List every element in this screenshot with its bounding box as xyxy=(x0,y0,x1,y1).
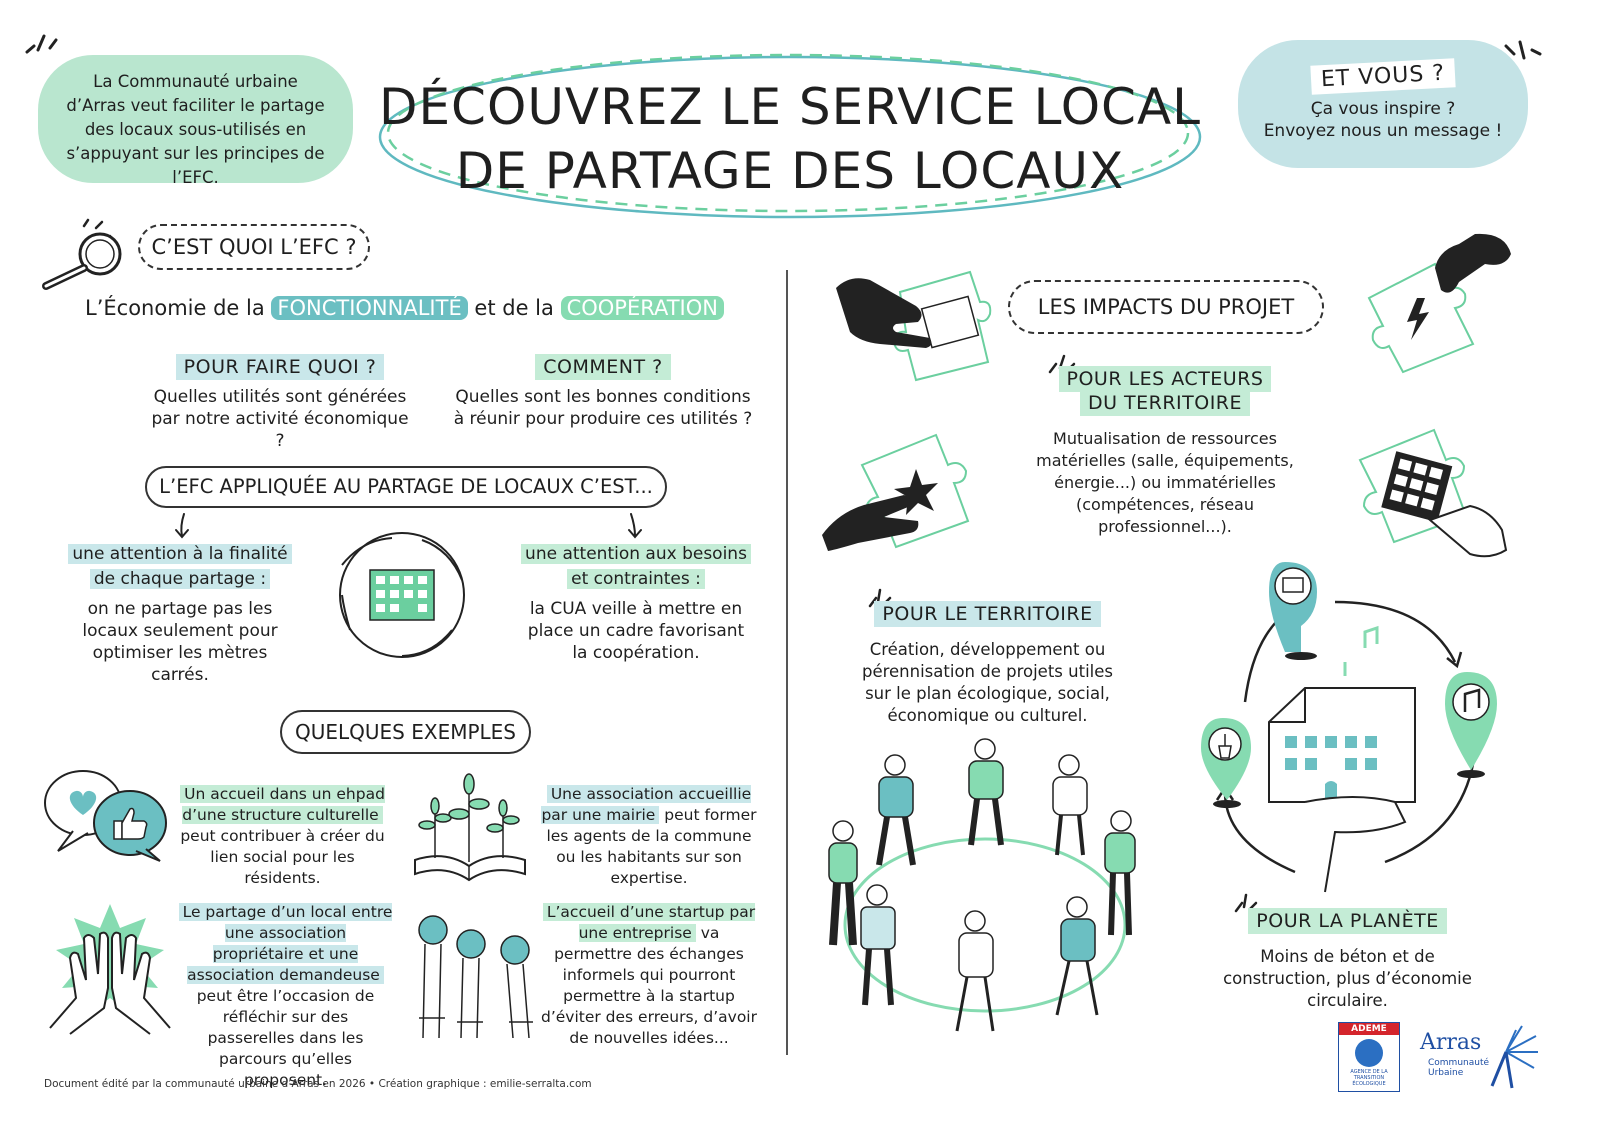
territory-text: Création, développement ou pérennisation… xyxy=(861,640,1113,725)
example-1-highlight: Un accueil dans un ehpad d’une structure… xyxy=(180,785,385,824)
column-divider xyxy=(786,270,788,1055)
ademe-logo[interactable]: ADEME AGENCE DE LA TRANSITION ÉCOLOGIQUE xyxy=(1338,1022,1400,1092)
title-line-1: DÉCOUVREZ LE SERVICE LOCAL xyxy=(378,78,1202,136)
page-title: DÉCOUVREZ LE SERVICE LOCAL DE PARTAGE DE… xyxy=(370,75,1210,203)
example-4-text: va permettre des échanges informels qui … xyxy=(540,924,757,1047)
puzzle-hand-energy-icon xyxy=(1355,228,1515,378)
attention-marks-right xyxy=(1502,40,1542,70)
planet-tag: POUR LA PLANÈTE xyxy=(1248,908,1447,934)
planet-block: POUR LA PLANÈTE Moins de béton et de con… xyxy=(1205,908,1490,1012)
puzzle-hand-calculator-icon xyxy=(1350,420,1510,570)
applied-heading: L’EFC APPLIQUÉE AU PARTAGE DE LOCAUX C’E… xyxy=(145,466,667,508)
puzzle-hand-calendar-icon xyxy=(830,262,1010,392)
cta-bubble[interactable]: ET VOUS ? Ça vous inspire ? Envoyez nous… xyxy=(1238,40,1528,168)
applied-left-tag-2: de chaque partage : xyxy=(89,569,271,589)
applied-left: une attention à la finalité de chaque pa… xyxy=(60,542,300,686)
cta-line-2: Envoyez nous un message ! xyxy=(1263,121,1503,141)
territory-block: POUR LE TERRITOIRE Création, développeme… xyxy=(850,601,1125,727)
arrow-right-icon xyxy=(625,512,645,540)
arras-logo-name: Arras xyxy=(1420,1030,1482,1055)
territory-tag: POUR LE TERRITOIRE xyxy=(874,601,1101,627)
q1-text: Quelles utilités sont générées par notre… xyxy=(151,387,409,451)
cta-heading: ET VOUS ? xyxy=(1310,58,1456,95)
planet-cycle-illustration xyxy=(1185,552,1505,897)
actors-tag-1: POUR LES ACTEURS xyxy=(1058,366,1272,392)
hands-building-icon xyxy=(322,520,482,670)
efc-def-mid: et de la xyxy=(474,296,554,320)
arras-logo-sub-1: Communauté xyxy=(1428,1058,1490,1068)
example-1: Un accueil dans un ehpad d’une structure… xyxy=(175,784,390,889)
intro-text: La Communauté urbaine d’Arras veut facil… xyxy=(66,72,325,187)
intro-bubble: La Communauté urbaine d’Arras veut facil… xyxy=(38,55,353,187)
impacts-heading: LES IMPACTS DU PROJET xyxy=(1008,280,1324,334)
actors-block: POUR LES ACTEURS DU TERRITOIRE Mutualisa… xyxy=(1012,366,1318,538)
speech-like-icon xyxy=(38,765,168,865)
q1-tag: POUR FAIRE QUOI ? xyxy=(175,354,385,380)
applied-heading-text: L’EFC APPLIQUÉE AU PARTAGE DE LOCAUX C’E… xyxy=(159,475,653,498)
people-circle-illustration xyxy=(825,735,1140,1040)
ademe-logo-sub: AGENCE DE LA TRANSITION ÉCOLOGIQUE xyxy=(1350,1069,1388,1087)
actors-tag-2: DU TERRITOIRE xyxy=(1079,390,1251,416)
example-2-text: peut former les agents de la commune ou … xyxy=(546,806,757,887)
footer-credit: Document édité par la communauté urbaine… xyxy=(44,1078,592,1090)
attention-marks-left xyxy=(22,30,62,60)
applied-left-tag-1: une attention à la finalité xyxy=(68,544,292,564)
efc-def-cooperation: COOPÉRATION xyxy=(560,296,724,320)
actors-text: Mutualisation de ressources matérielles … xyxy=(1036,429,1294,536)
example-3-highlight: Le partage d’un local entre une associat… xyxy=(178,903,393,984)
applied-right-text: la CUA veille à mettre en place un cadre… xyxy=(527,599,745,663)
efc-heading-text: C’EST QUOI L’EFC ? xyxy=(151,235,357,259)
efc-def-pre: L’Économie de la xyxy=(85,296,265,320)
raised-hands-bulbs-icon xyxy=(405,908,540,1043)
arras-logo-sub-2: Urbaine xyxy=(1428,1068,1464,1078)
puzzle-hand-star-icon xyxy=(818,425,983,555)
title-frame xyxy=(370,45,1210,225)
q2-block: COMMENT ? Quelles sont les bonnes condit… xyxy=(448,354,758,430)
example-2: Une association accueillie par une mairi… xyxy=(540,784,758,889)
planet-text: Moins de béton et de construction, plus … xyxy=(1223,947,1472,1010)
cta-line-1: Ça vous inspire ? xyxy=(1310,99,1456,119)
impacts-heading-text: LES IMPACTS DU PROJET xyxy=(1037,295,1295,319)
arras-sun-icon xyxy=(1490,1025,1538,1089)
high-five-icon xyxy=(40,898,180,1038)
efc-definition: L’Économie de la FONCTIONNALITÉ et de la… xyxy=(85,290,765,326)
example-3: Le partage d’un local entre une associat… xyxy=(178,902,393,1091)
ademe-globe-icon xyxy=(1355,1039,1383,1067)
example-4: L’accueil d’une startup par une entrepri… xyxy=(540,902,758,1049)
examples-heading: QUELQUES EXEMPLES xyxy=(280,710,531,754)
q2-tag: COMMENT ? xyxy=(535,354,671,380)
example-3-text: peut être l’occasion de réfléchir sur de… xyxy=(196,987,375,1089)
title-line-2: DE PARTAGE DES LOCAUX xyxy=(455,142,1125,200)
q2-text: Quelles sont les bonnes conditions à réu… xyxy=(453,387,753,429)
applied-right-tag-2: et contraintes : xyxy=(567,569,705,589)
magnifier-icon xyxy=(38,218,133,293)
applied-left-text: on ne partage pas les locaux seulement p… xyxy=(82,599,278,685)
book-plants-icon xyxy=(405,770,535,885)
applied-right-tag-1: une attention aux besoins xyxy=(521,544,751,564)
ademe-logo-label: ADEME xyxy=(1339,1023,1399,1035)
efc-heading: C’EST QUOI L’EFC ? xyxy=(138,224,370,270)
q1-block: POUR FAIRE QUOI ? Quelles utilités sont … xyxy=(135,354,425,452)
example-1-text: peut contribuer à créer du lien social p… xyxy=(180,827,385,887)
example-4-highlight: L’accueil d’une startup par une entrepri… xyxy=(542,903,756,942)
applied-right: une attention aux besoins et contraintes… xyxy=(505,542,767,664)
examples-heading-text: QUELQUES EXEMPLES xyxy=(295,720,516,744)
arras-logo[interactable]: Arras Communauté Urbaine xyxy=(1420,1022,1540,1092)
efc-def-fonctionnalite: FONCTIONNALITÉ xyxy=(271,296,468,320)
arrow-left-icon xyxy=(172,512,192,540)
